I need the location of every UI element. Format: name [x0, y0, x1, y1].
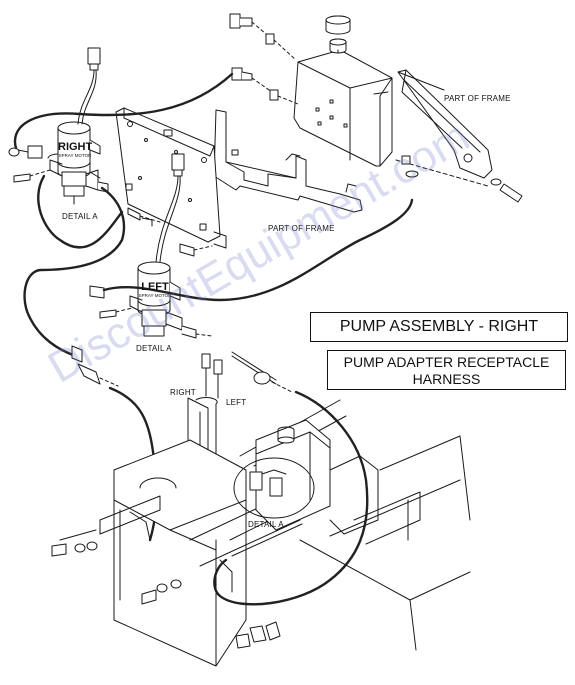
hose-fitting-left: [71, 345, 119, 387]
elbow-fitting-top: [229, 13, 297, 61]
mounting-plate: [115, 107, 227, 249]
diagram-title: PUMP ASSEMBLY - RIGHT: [310, 312, 568, 342]
callout-part-of-frame-top: PART OF FRAME: [444, 94, 511, 103]
right-motor-sub: SPRAY MOTOR: [58, 153, 92, 158]
pump-module-lower: [235, 419, 471, 651]
left-motor-fittings: [89, 285, 213, 339]
left-motor-sub: SPRAY MOTOR: [138, 293, 172, 298]
callout-detail-a-left-motor: DETAIL A: [136, 344, 172, 353]
callout-detail-a-module: DETAIL A: [248, 520, 284, 529]
bolt-right: [395, 155, 523, 203]
right-spray-motor: [47, 121, 101, 205]
detail-a-circle: [233, 457, 315, 519]
left-spray-motor: [129, 261, 183, 337]
right-motor-label: RIGHT SPRAY MOTOR: [58, 142, 92, 159]
left-motor-connector: [155, 153, 185, 263]
bolt-plate-bottom: [179, 243, 213, 257]
reservoir-tank: [293, 49, 393, 167]
nut-top-plate: [163, 129, 239, 156]
diagram-subtitle: PUMP ADAPTER RECEPTACLE HARNESS: [327, 350, 566, 390]
bolt-plate-left: [127, 207, 161, 227]
left-motor-name: LEFT: [141, 281, 169, 293]
lower-frame-assembly: [51, 397, 347, 667]
connector-pins: [201, 351, 293, 399]
callout-right-pin: RIGHT: [170, 388, 196, 397]
right-motor-connector: [77, 47, 101, 125]
right-motor-name: RIGHT: [58, 141, 93, 153]
frame-bracket-right: [397, 69, 493, 179]
left-motor-label: LEFT SPRAY MOTOR: [138, 282, 172, 299]
reservoir-cap: [325, 15, 351, 57]
elbow-fitting-mid: [231, 67, 299, 105]
callout-left-pin: LEFT: [226, 398, 247, 407]
frame-plate-middle: [213, 109, 363, 213]
callout-part-of-frame-mid: PART OF FRAME: [268, 224, 335, 233]
callout-detail-a-right-motor: DETAIL A: [62, 212, 98, 221]
